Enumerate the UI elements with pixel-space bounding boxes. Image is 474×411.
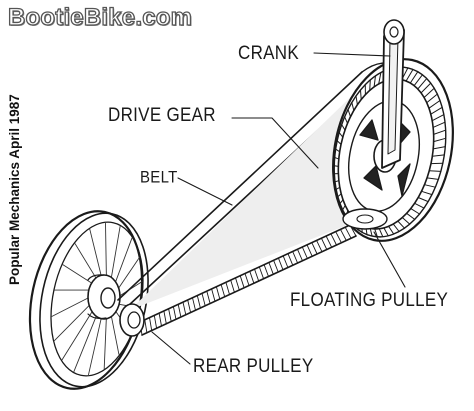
- label-belt: BELT: [140, 168, 178, 188]
- source-caption: Popular Mechanics April 1987: [7, 94, 22, 285]
- label-crank: CRANK: [238, 42, 300, 64]
- leader-lines: [151, 52, 406, 365]
- label-rear-pulley: REAR PULLEY: [193, 355, 314, 377]
- label-drive-gear: DRIVE GEAR: [108, 104, 216, 126]
- floating-pulley: [342, 208, 388, 230]
- crank: [381, 19, 405, 169]
- rear-pulley: [119, 303, 145, 337]
- rear-wheel: [28, 210, 149, 390]
- watermark-logo: BootieBike.com: [7, 3, 193, 31]
- label-floating-pulley: FLOATING PULLEY: [290, 289, 449, 311]
